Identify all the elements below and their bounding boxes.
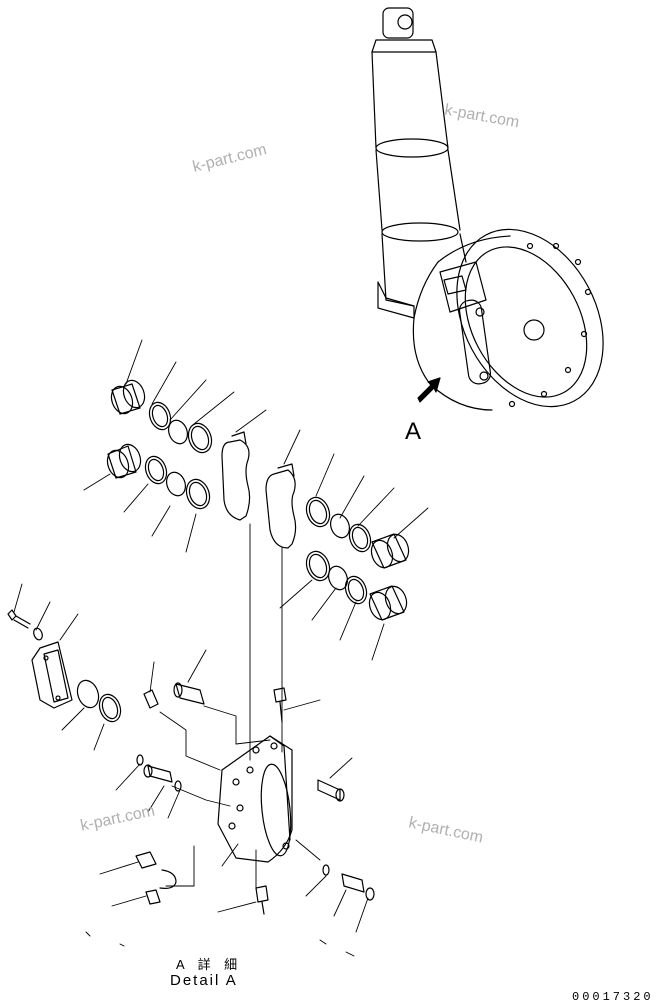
brake-pads [221, 431, 297, 549]
flange-bolt-holes [508, 242, 592, 408]
leader-lines [13, 339, 429, 957]
detail-arrow [417, 377, 441, 403]
cylinder-assembly [371, 7, 467, 319]
caliper-body [135, 682, 375, 915]
callout-label-a: A [405, 418, 422, 445]
assembly-guide-lines [159, 523, 321, 889]
brake-housing [412, 228, 604, 411]
detail-title-jp: A 詳 細 [176, 957, 243, 972]
upper-piston-set [106, 379, 213, 510]
right-piston-set [305, 496, 410, 621]
detail-title-en: Detail A [170, 972, 238, 989]
cover-plate-assembly [7, 609, 122, 723]
drawing-number: 00017320 [572, 990, 654, 1004]
